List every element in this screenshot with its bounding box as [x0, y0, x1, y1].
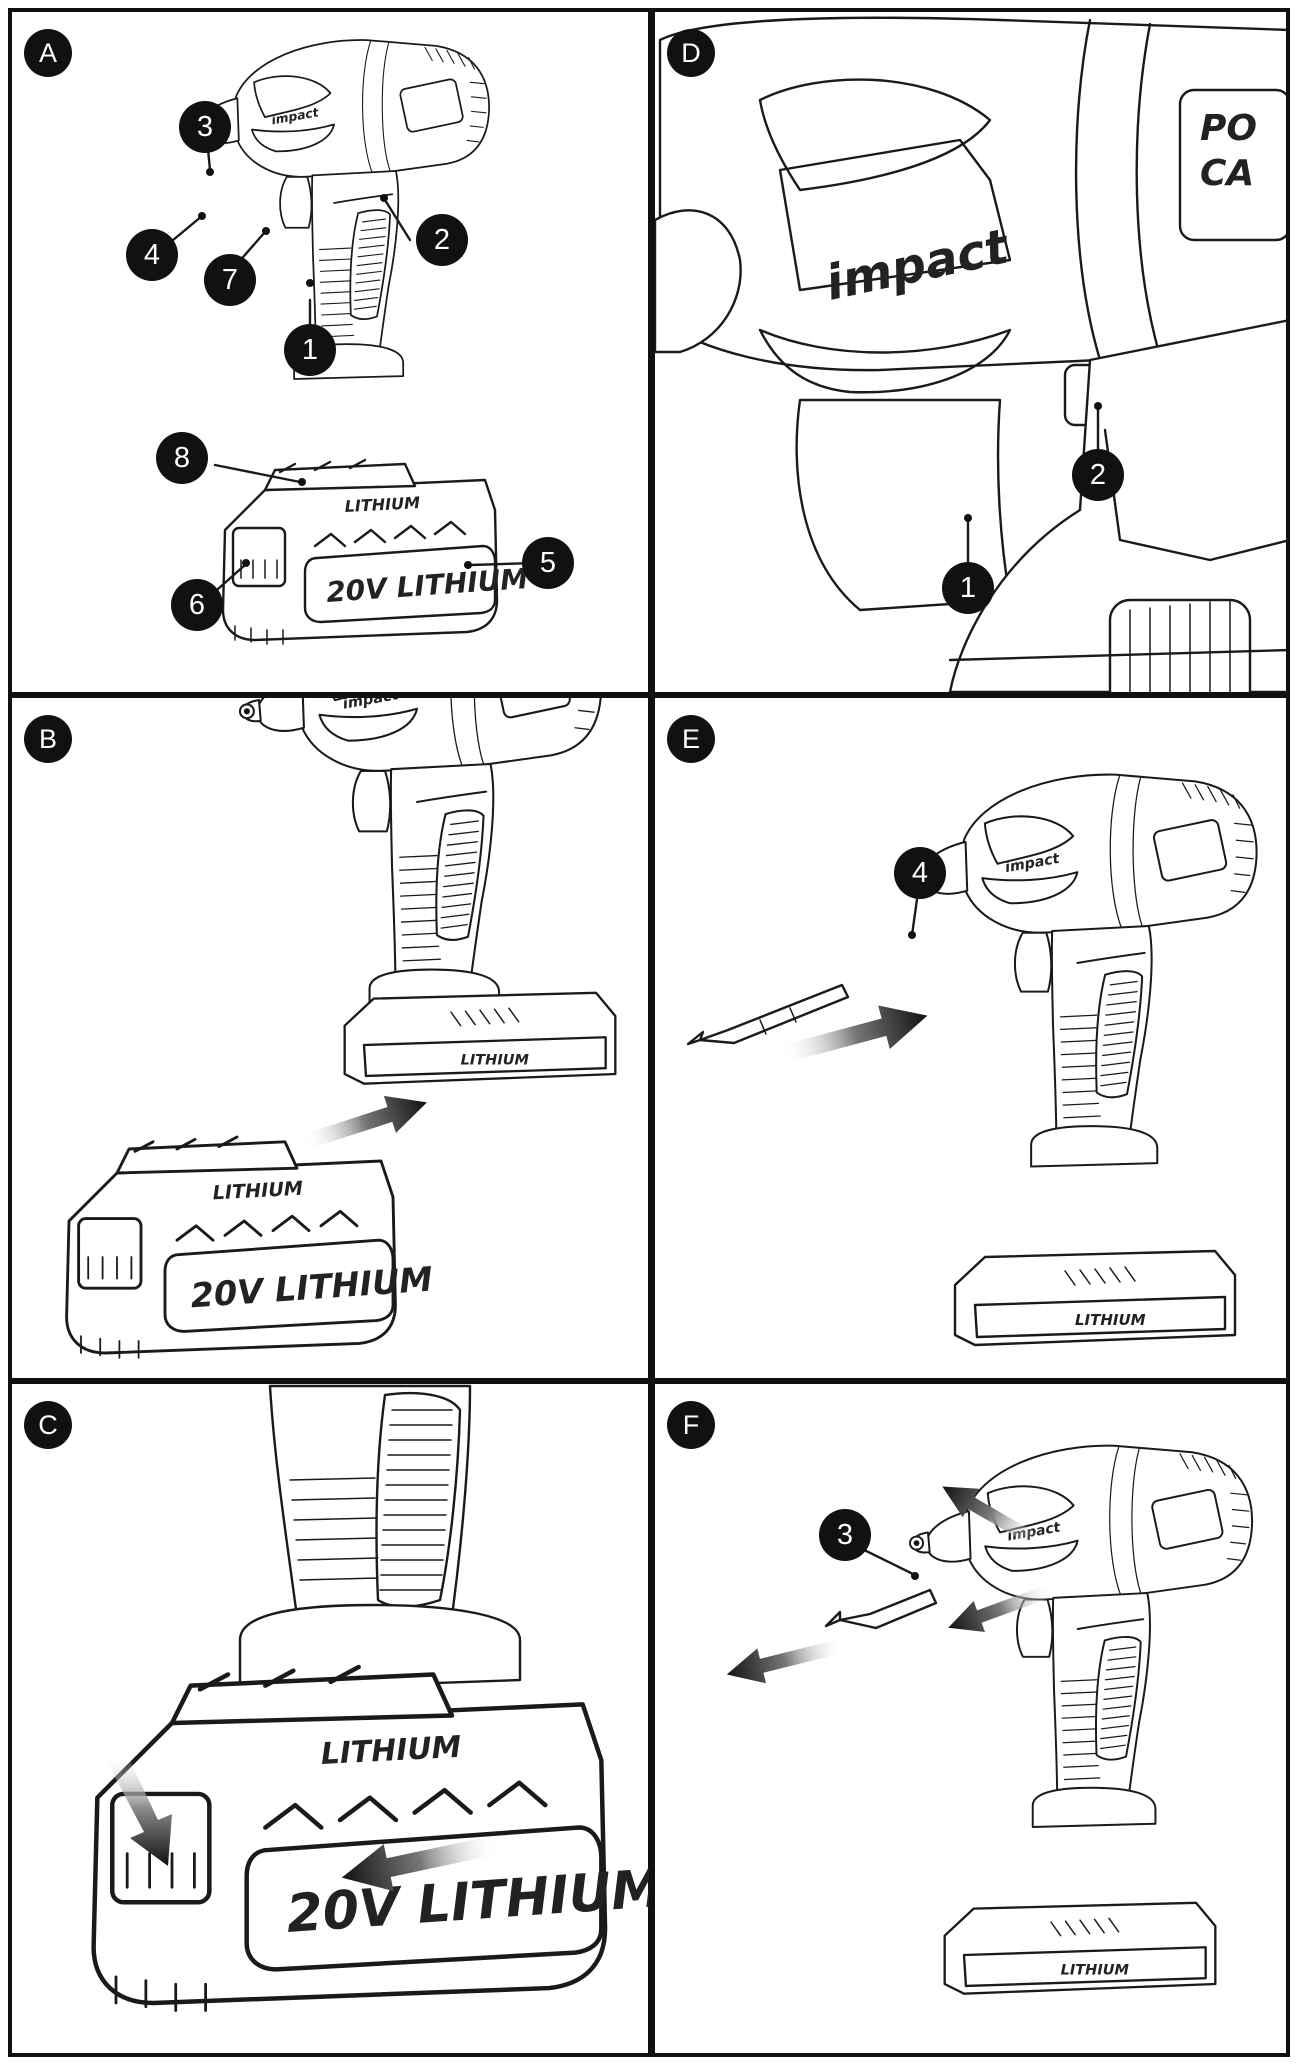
svg-text:1: 1	[960, 572, 976, 604]
callout-d-1: 1	[942, 562, 994, 614]
svg-text:PO: PO	[1200, 108, 1257, 149]
driver-handle-closeup	[238, 1384, 522, 1692]
driver-foot-drawing	[343, 991, 617, 1085]
callout-a-5: 5	[522, 537, 574, 589]
callout-f-3: 3	[819, 1509, 871, 1561]
panel-f-label: F	[667, 1401, 715, 1449]
svg-text:2: 2	[434, 224, 450, 256]
svg-text:6: 6	[189, 589, 205, 621]
panel-e: E 4	[651, 694, 1290, 1382]
svg-text:8: 8	[174, 442, 190, 474]
callout-a-1: 1	[284, 324, 336, 376]
callout-a-7: 7	[204, 254, 256, 306]
panel-d-label: D	[667, 29, 715, 77]
svg-text:A: A	[39, 38, 57, 68]
battery-pack-drawing	[65, 1135, 436, 1360]
svg-text:C: C	[38, 1410, 58, 1440]
callout-a-2: 2	[416, 214, 468, 266]
callout-a-6: 6	[171, 579, 223, 631]
battery-pack-drawing	[221, 458, 531, 646]
panel-d: PO CA impact D 2 1	[651, 8, 1290, 696]
callout-a-3: 3	[179, 101, 231, 153]
impact-driver-closeup: PO CA impact	[655, 16, 1286, 692]
callout-e-4: 4	[894, 847, 946, 899]
panel-f: F 3	[651, 1380, 1290, 2057]
battery-pack-closeup	[94, 1667, 665, 2010]
driver-foot-drawing	[943, 1901, 1217, 1995]
svg-text:B: B	[39, 724, 57, 754]
screwdriver-bit	[824, 1588, 938, 1630]
callout-a-4: 4	[126, 229, 178, 281]
svg-text:4: 4	[912, 857, 928, 889]
driver-foot-drawing	[953, 1249, 1237, 1347]
press-release-arrow	[106, 1752, 172, 1866]
svg-text:2: 2	[1090, 459, 1106, 491]
panel-c-label: C	[24, 1401, 72, 1449]
panel-e-label: E	[667, 715, 715, 763]
svg-text:D: D	[681, 38, 701, 68]
callout-d-2: 2	[1072, 449, 1124, 501]
svg-text:F: F	[683, 1410, 700, 1440]
panel-a: A 3 4 7 2 1 8 5 6	[8, 8, 652, 696]
svg-text:3: 3	[197, 111, 213, 143]
screwdriver-bit	[686, 983, 850, 1046]
svg-text:1: 1	[302, 334, 318, 366]
svg-text:CA: CA	[1200, 153, 1254, 194]
svg-text:4: 4	[144, 239, 160, 271]
svg-text:7: 7	[222, 264, 238, 296]
callout-a-8: 8	[156, 432, 208, 484]
svg-text:E: E	[682, 724, 700, 754]
svg-text:5: 5	[540, 547, 556, 579]
panel-b-label: B	[24, 715, 72, 763]
panel-c: C	[8, 1380, 665, 2057]
panel-a-label: A	[24, 29, 72, 77]
panel-b: B	[8, 694, 652, 1382]
svg-text:3: 3	[837, 1519, 853, 1551]
